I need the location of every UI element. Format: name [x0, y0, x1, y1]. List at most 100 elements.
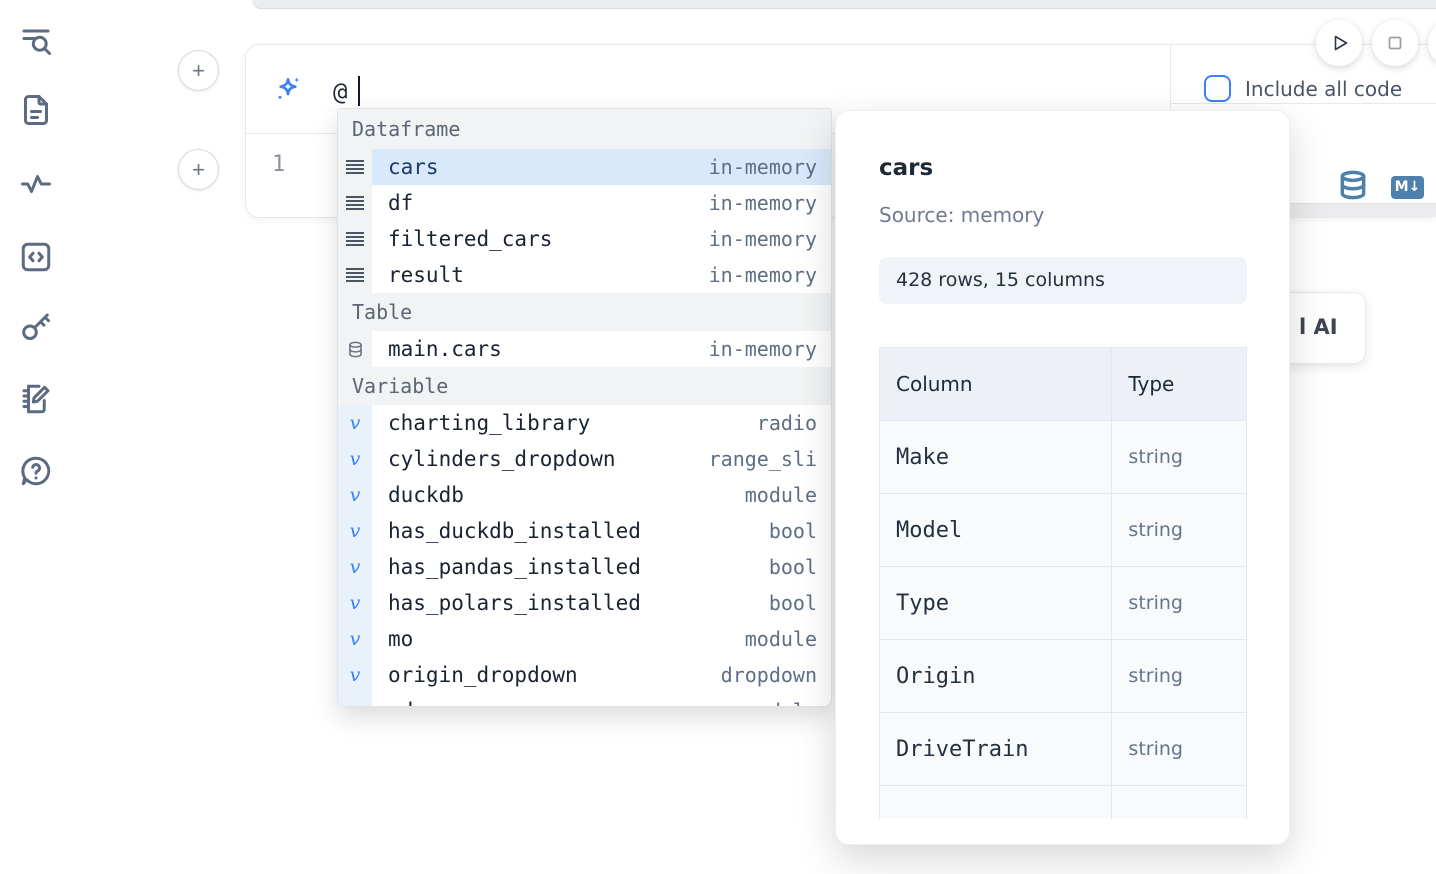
database-icon[interactable] — [1337, 169, 1369, 201]
autocomplete-item[interactable]: cars in-memory — [338, 149, 831, 185]
list-search-icon[interactable] — [18, 22, 54, 58]
variable-glyph: v — [349, 412, 361, 434]
autocomplete-item-type: in-memory — [708, 263, 817, 287]
include-all-code-checkbox[interactable] — [1204, 75, 1231, 102]
variable-glyph: v — [349, 448, 361, 470]
autocomplete-item-name: pd — [372, 699, 413, 706]
autocomplete-item-name: origin_dropdown — [388, 663, 578, 687]
autocomplete-item-name: filtered_cars — [388, 227, 553, 251]
key-icon[interactable] — [18, 309, 54, 345]
schema-column-header: Column — [879, 347, 1113, 421]
schema-column-name: Origin — [879, 639, 1113, 713]
schema-column-name: Make — [879, 420, 1113, 494]
rows-icon — [346, 160, 364, 174]
datasource-tooltip: cars Source: memory 428 rows, 15 columns… — [835, 110, 1290, 845]
schema-column-type: string — [1111, 639, 1247, 713]
datasource-title: cars — [879, 155, 934, 181]
run-cell-button[interactable] — [1316, 20, 1362, 66]
schema-column-type: string — [1111, 712, 1247, 786]
autocomplete-item-type: dropdown — [720, 663, 817, 687]
autocomplete-item-type: in-memory — [708, 227, 817, 251]
variable-glyph: v — [349, 520, 361, 542]
variable-icon: v — [338, 441, 372, 477]
document-icon[interactable] — [18, 92, 54, 128]
add-cell-below-button[interactable]: + — [178, 149, 219, 190]
dataframe-icon — [338, 221, 372, 257]
autocomplete-item-type: module — [744, 627, 817, 651]
stop-cell-button[interactable] — [1372, 20, 1418, 66]
variable-icon: v — [338, 657, 372, 693]
autocomplete-item-type: in-memory — [708, 191, 817, 215]
autocomplete-item-type: radio — [756, 411, 817, 435]
schema-column-name — [879, 785, 1113, 819]
autocomplete-section-header: Table — [338, 293, 831, 331]
schema-column-header: Type — [1111, 347, 1247, 421]
extra-cell-button-clipped[interactable] — [1428, 20, 1436, 66]
autocomplete-section-header: Dataframe — [338, 109, 831, 149]
schema-row — [879, 785, 1247, 819]
autocomplete-item-type: bool — [768, 591, 817, 615]
autocomplete-item[interactable]: v has_duckdb_installed bool — [338, 513, 831, 549]
schema-column-type: string — [1111, 566, 1247, 640]
variable-glyph: v — [350, 700, 361, 706]
autocomplete-item-name: mo — [388, 627, 414, 651]
autocomplete-item[interactable]: v has_polars_installed bool — [338, 585, 831, 621]
variable-icon: v — [338, 405, 372, 441]
add-cell-above-button[interactable]: + — [178, 50, 219, 91]
autocomplete-item-type: bool — [768, 519, 817, 543]
ai-prompt-input[interactable]: @ — [333, 78, 348, 106]
autocomplete-item-name: df — [388, 191, 414, 215]
variable-glyph: v — [349, 592, 361, 614]
variable-glyph: v — [349, 628, 361, 650]
schema-column-type: string — [1111, 493, 1247, 567]
autocomplete-item-type: in-memory — [708, 337, 817, 361]
autocomplete-item-name: main.cars — [388, 337, 502, 361]
autocomplete-item-name: charting_library — [388, 411, 591, 435]
autocomplete-item-type: module — [745, 699, 831, 706]
autocomplete-item-type: in-memory — [708, 155, 817, 179]
generate-with-ai-label: l AI — [1299, 315, 1338, 339]
play-icon — [1334, 35, 1348, 51]
code-block-icon[interactable] — [18, 239, 54, 275]
autocomplete-item-name: duckdb — [388, 483, 464, 507]
variable-glyph: v — [349, 664, 361, 686]
variable-glyph: v — [349, 484, 361, 506]
table-icon — [338, 331, 372, 367]
variable-icon: v — [338, 585, 372, 621]
autocomplete-item-name: has_duckdb_installed — [388, 519, 641, 543]
datasource-shape-badge: 428 rows, 15 columns — [879, 257, 1247, 304]
help-chat-icon[interactable] — [18, 453, 54, 489]
scratchpad-icon[interactable] — [18, 381, 54, 417]
schema-column-name: Type — [879, 566, 1113, 640]
activity-icon[interactable] — [18, 166, 54, 202]
rows-icon — [346, 232, 364, 246]
autocomplete-item-name: has_polars_installed — [388, 591, 641, 615]
variable-glyph: v — [349, 556, 361, 578]
schema-column-type: string — [1111, 420, 1247, 494]
variable-icon: v — [338, 549, 372, 585]
autocomplete-item[interactable]: v origin_dropdown dropdown — [338, 657, 831, 693]
autocomplete-item[interactable]: v mo module — [338, 621, 831, 657]
autocomplete-item-name: cars — [388, 155, 439, 179]
stop-icon — [1388, 36, 1402, 50]
autocomplete-item[interactable]: filtered_cars in-memory — [338, 221, 831, 257]
markdown-icon[interactable]: M↓ — [1391, 176, 1424, 199]
ai-prompt-options: Include all code — [1171, 45, 1436, 104]
autocomplete-item[interactable]: df in-memory — [338, 185, 831, 221]
autocomplete-item[interactable]: main.cars in-memory — [338, 331, 831, 367]
autocomplete-item[interactable]: v pd module — [338, 693, 831, 706]
datasource-source: Source: memory — [879, 203, 1045, 227]
schema-column-name: Model — [879, 493, 1113, 567]
text-cursor — [358, 76, 360, 106]
autocomplete-item[interactable]: v charting_library radio — [338, 405, 831, 441]
dataframe-icon — [338, 149, 372, 185]
